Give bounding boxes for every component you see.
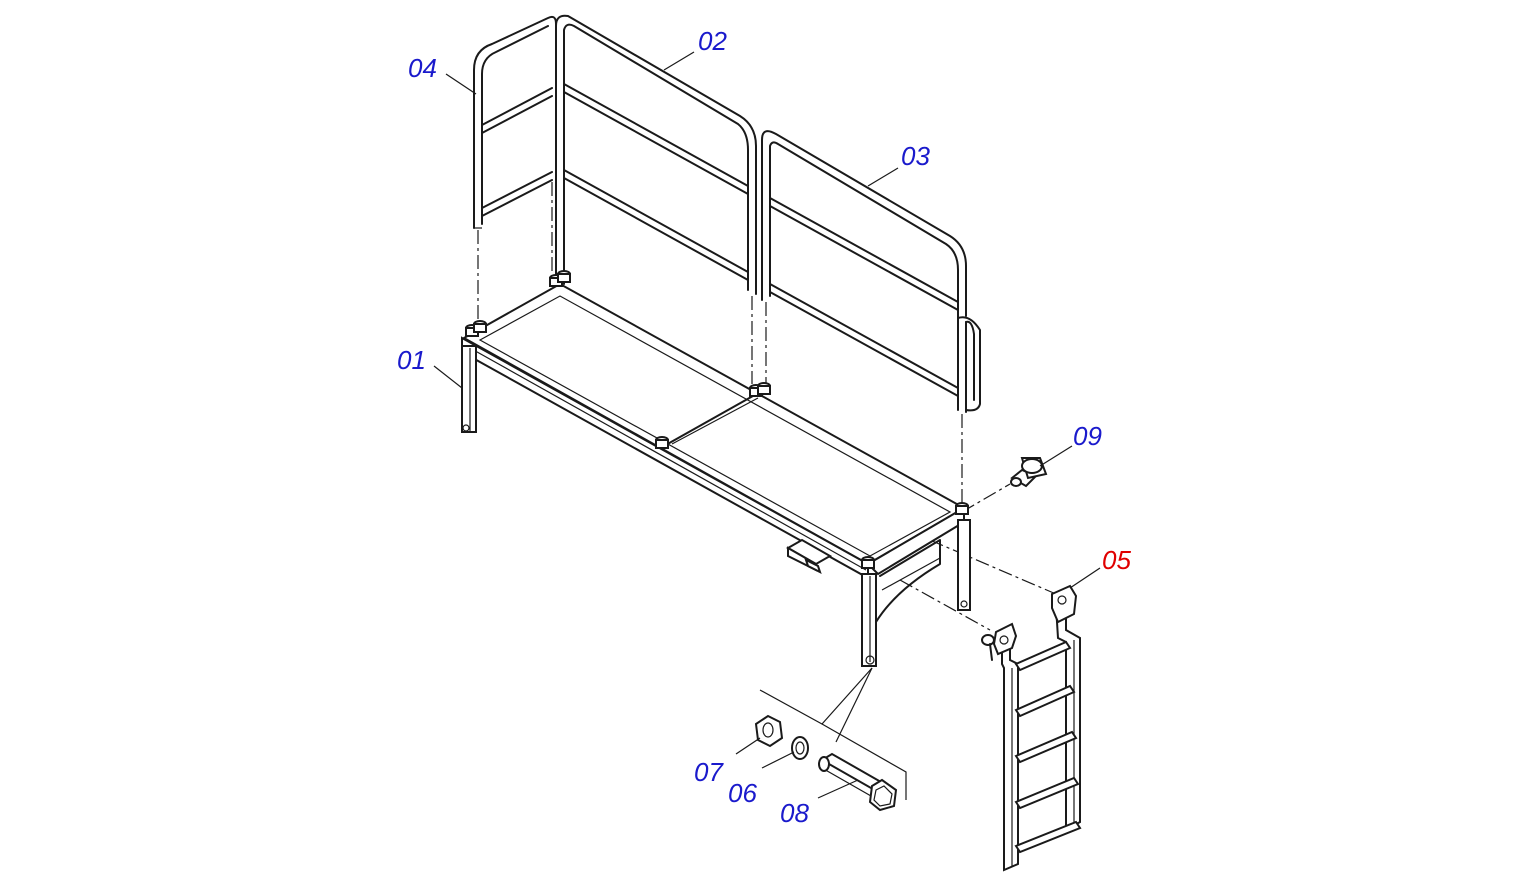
- ladder-steps: [1014, 640, 1082, 854]
- ladder-part-05: [981, 584, 1082, 872]
- alignment-lines: [477, 182, 1057, 631]
- rail-sockets: [465, 270, 969, 569]
- label-08: 08: [780, 798, 809, 828]
- label-03: 03: [901, 141, 930, 171]
- leader-lines: [433, 51, 1101, 799]
- end-railing-part-04: [473, 15, 557, 229]
- pin-part-09: [1010, 457, 1048, 488]
- detail-callout-frame: [759, 667, 907, 800]
- side-railing-part-02: [555, 14, 757, 295]
- label-05: 05: [1102, 545, 1131, 575]
- nut-part-07: [754, 714, 784, 748]
- label-02: 02: [698, 26, 727, 56]
- part-labels: 01 02 03 04 05 06 07 08 09: [397, 26, 1131, 828]
- side-railing-part-03: [761, 130, 981, 413]
- label-07: 07: [694, 757, 724, 787]
- bolt-part-08: [818, 752, 898, 812]
- label-04: 04: [408, 53, 437, 83]
- label-06: 06: [728, 778, 757, 808]
- label-09: 09: [1073, 421, 1102, 451]
- label-01: 01: [397, 345, 426, 375]
- platform-part-01: [461, 270, 971, 667]
- washer-part-06: [791, 736, 809, 760]
- deck-hinge: [785, 538, 833, 574]
